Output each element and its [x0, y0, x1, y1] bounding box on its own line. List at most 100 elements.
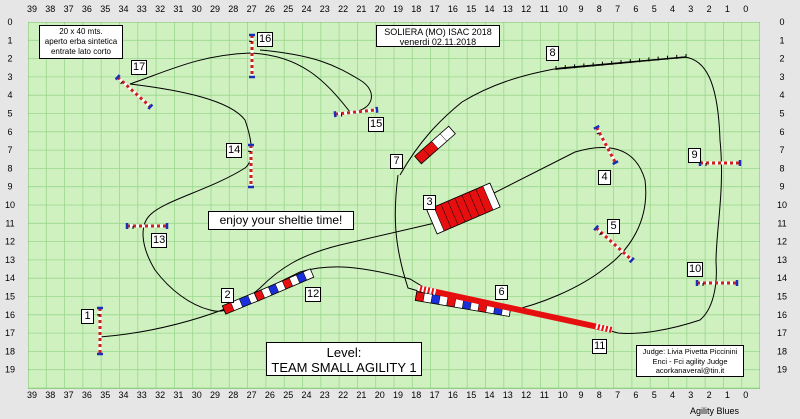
judge-title: Enci - Fci agility Judge — [652, 356, 728, 366]
ruler-top-label: 33 — [137, 4, 147, 14]
ruler-top-label: 11 — [540, 4, 549, 14]
ruler-left-label: 5 — [7, 109, 12, 119]
ruler-top-label: 25 — [283, 4, 293, 14]
ruler-top-label: 34 — [118, 4, 128, 14]
ruler-top-label: 39 — [27, 4, 37, 14]
ruler-right — [760, 22, 800, 389]
ruler-top-label: 14 — [484, 4, 494, 14]
ruler-bottom-label: 7 — [615, 390, 620, 400]
ruler-top-label: 27 — [247, 4, 257, 14]
ruler-bottom-label: 30 — [192, 390, 202, 400]
ruler-bottom-label: 14 — [484, 390, 494, 400]
tunnel-7 — [414, 125, 456, 165]
event-info-box: SOLIERA (MO) ISAC 2018 venerdi 02.11.201… — [376, 25, 500, 47]
ruler-bottom-label: 23 — [320, 390, 330, 400]
obstacle-number-8: 8 — [546, 46, 559, 61]
ruler-bottom-label: 19 — [393, 390, 403, 400]
dogwalk-8 — [555, 54, 687, 70]
jump-bar-stripes — [116, 76, 152, 108]
ruler-top-label: 17 — [430, 4, 440, 14]
ruler-bottom-label: 16 — [448, 390, 458, 400]
ruler-right-label: 16 — [777, 310, 787, 320]
jump-wing — [333, 111, 337, 118]
ruler-left-label: 11 — [5, 218, 14, 228]
ruler-bottom-label: 34 — [118, 390, 128, 400]
ruler-left-label: 16 — [5, 310, 15, 320]
obstacle-number-5: 5 — [607, 219, 620, 234]
ruler-right-label: 8 — [779, 163, 784, 173]
ruler-bottom-label: 3 — [688, 390, 693, 400]
jump-17 — [114, 74, 154, 110]
ruler-left-label: 13 — [5, 255, 15, 265]
ruler-bottom-label: 31 — [173, 390, 183, 400]
ruler-top-label: 0 — [743, 4, 748, 14]
obstacle-number-4: 4 — [598, 170, 611, 185]
ruler-top-label: 6 — [633, 4, 638, 14]
ruler-bottom-label: 10 — [558, 390, 568, 400]
jump-wing — [114, 74, 121, 81]
ruler-top-label: 12 — [521, 4, 531, 14]
ruler-bottom — [0, 389, 800, 419]
jump-wing — [593, 124, 600, 130]
ruler-top-label: 35 — [100, 4, 110, 14]
ruler-bottom-label: 24 — [301, 390, 311, 400]
jump-wing — [628, 256, 635, 264]
ruler-top-label: 19 — [393, 4, 403, 14]
judge-email: acorkanaveral@tin.it — [655, 366, 725, 375]
ring-surface: aperto erba sintetica — [44, 37, 118, 46]
ruler-right-label: 3 — [779, 72, 784, 82]
ruler-bottom-label: 0 — [743, 390, 748, 400]
jump-10 — [695, 280, 739, 286]
ruler-left-label: 19 — [5, 365, 15, 375]
ruler-top-label: 28 — [228, 4, 238, 14]
ruler-bottom-label: 28 — [228, 390, 238, 400]
ruler-top-label: 13 — [503, 4, 513, 14]
ruler-bottom-label: 27 — [247, 390, 257, 400]
jump-tick — [120, 81, 123, 85]
ruler-top-label: 18 — [411, 4, 421, 14]
ruler-bottom-label: 22 — [338, 390, 348, 400]
obstacles — [97, 33, 742, 356]
jump-tick — [596, 132, 600, 135]
ruler-bottom-label: 9 — [578, 390, 583, 400]
ruler-bottom-label: 39 — [27, 390, 37, 400]
ruler-left-label: 9 — [7, 182, 12, 192]
ruler-right-label: 12 — [777, 237, 787, 247]
ruler-top-label: 5 — [652, 4, 657, 14]
ruler-left-label: 14 — [5, 273, 15, 283]
obstacle-number-6: 6 — [495, 285, 508, 300]
jump-bar-stripes — [595, 126, 617, 164]
level-name: TEAM SMALL AGILITY 1 — [271, 360, 417, 375]
tube-body — [417, 285, 613, 333]
obstacle-number-3: 3 — [423, 195, 436, 210]
slogan-text: enjoy your sheltie time! — [219, 213, 343, 227]
field-grid — [27, 21, 761, 390]
ruler-top-label: 3 — [688, 4, 693, 14]
obstacle-number-9: 9 — [688, 148, 701, 163]
ruler-right-label: 4 — [779, 90, 784, 100]
ruler-top-label: 37 — [64, 4, 74, 14]
level-label: Level: — [326, 345, 362, 360]
ruler-right-label: 5 — [779, 109, 784, 119]
ruler-top-label: 38 — [45, 4, 55, 14]
outline — [253, 268, 315, 302]
jump-4 — [593, 124, 619, 166]
jump-bar-stripes — [334, 108, 378, 116]
judge-box: Judge: Livia Pivetta Piccinini Enci - Fc… — [636, 345, 744, 377]
ring-info-box: 20 x 40 mts. aperto erba sintetica entra… — [39, 25, 123, 59]
ruler-bottom-label: 5 — [652, 390, 657, 400]
tunnel-3 — [426, 182, 501, 235]
ruler-right-label: 2 — [779, 54, 784, 64]
ruler-top-label: 15 — [466, 4, 476, 14]
ruler-left-label: 18 — [5, 346, 15, 356]
ruler-bottom-label: 6 — [633, 390, 638, 400]
ruler-left-label: 15 — [5, 292, 15, 302]
ruler-left-label: 0 — [7, 17, 12, 27]
ruler-top — [0, 0, 800, 22]
ruler-right-label: 13 — [777, 255, 787, 265]
ruler-right-label: 1 — [779, 35, 784, 45]
ruler-left-label: 3 — [7, 72, 12, 82]
ruler-right-label: 9 — [779, 182, 784, 192]
jump-wing — [593, 224, 600, 232]
obstacle-number-14: 14 — [226, 143, 243, 158]
